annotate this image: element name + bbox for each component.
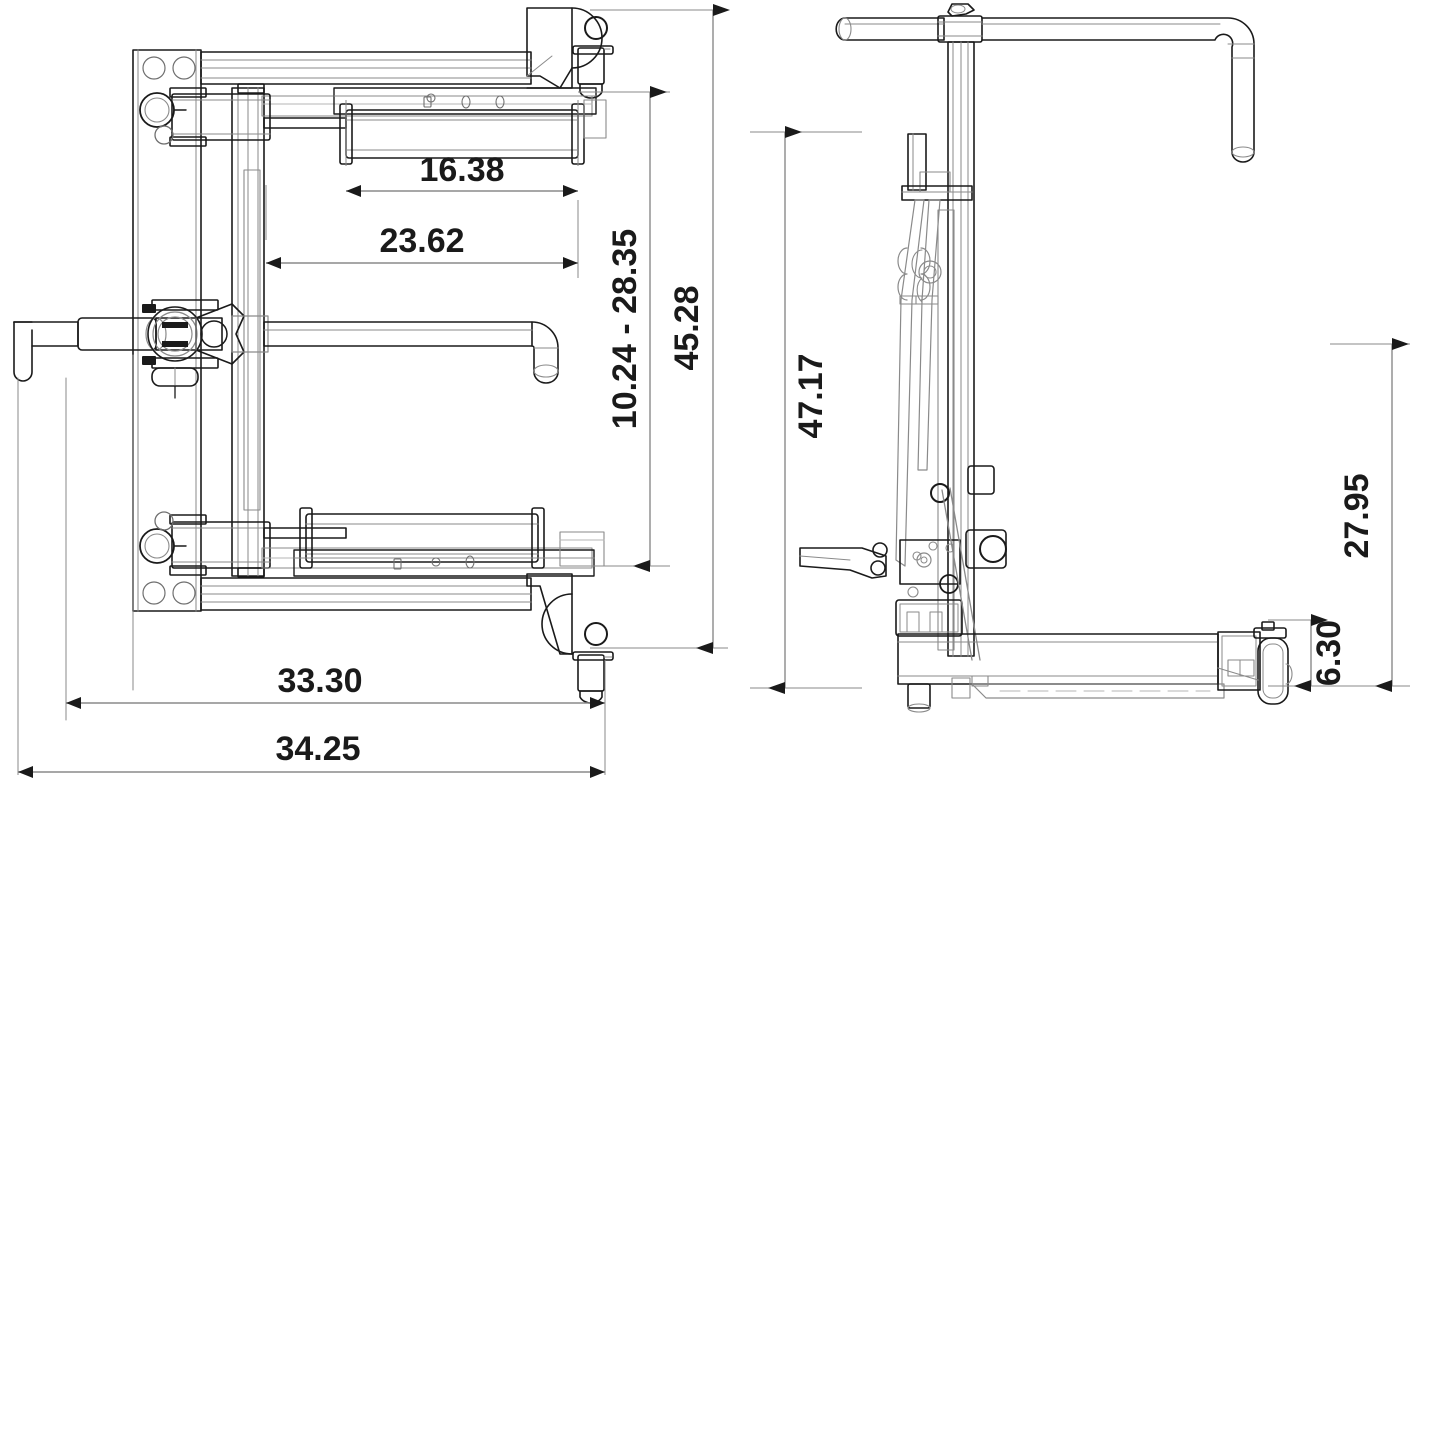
lower-roller-assembly	[261, 507, 605, 577]
front-view-geometry	[13, 7, 614, 769]
dimension-27-95: 27.95	[1300, 338, 1410, 692]
front-construction-lines	[17, 354, 134, 769]
dimension-6-30-label: 6.30	[1310, 620, 1348, 686]
dimension-34-25-label: 34.25	[275, 730, 360, 768]
dimension-10-24-28-35: 10.24 - 28.35	[578, 86, 670, 572]
t-knob	[195, 303, 245, 365]
side-base-beam	[897, 621, 1293, 713]
dimension-34-25: 34.25	[17, 630, 606, 778]
upper-pivot-clamp	[139, 83, 271, 147]
dimension-16-38: 16.38	[345, 100, 579, 197]
side-pump-mechanism	[799, 465, 1007, 661]
dimension-23-62-label: 23.62	[379, 222, 464, 260]
dimension-6-30: 6.30	[1268, 614, 1348, 692]
dimension-47-17: 47.17	[750, 126, 862, 694]
dimension-47-17-label: 47.17	[792, 353, 830, 438]
side-view-geometry	[799, 3, 1293, 713]
dimension-33-30: 33.30	[65, 630, 606, 709]
side-linkage-rods	[895, 199, 942, 567]
dimension-16-38-label: 16.38	[419, 151, 504, 189]
dimension-23-62: 23.62	[265, 185, 579, 278]
dimension-27-95-label: 27.95	[1338, 473, 1376, 558]
dimension-45-28: 45.28	[590, 4, 730, 654]
dimension-10-24-28-35-label: 10.24 - 28.35	[606, 229, 644, 429]
lower-pivot-clamp	[139, 511, 271, 578]
turnbuckle-joints	[897, 247, 942, 305]
side-mast	[937, 41, 975, 657]
dimension-33-30-label: 33.30	[277, 662, 362, 700]
side-top-handle	[835, 3, 1255, 163]
lower-fork-arm	[200, 573, 614, 704]
swivel-lock-handle	[13, 299, 559, 399]
dimension-45-28-label: 45.28	[668, 285, 706, 370]
